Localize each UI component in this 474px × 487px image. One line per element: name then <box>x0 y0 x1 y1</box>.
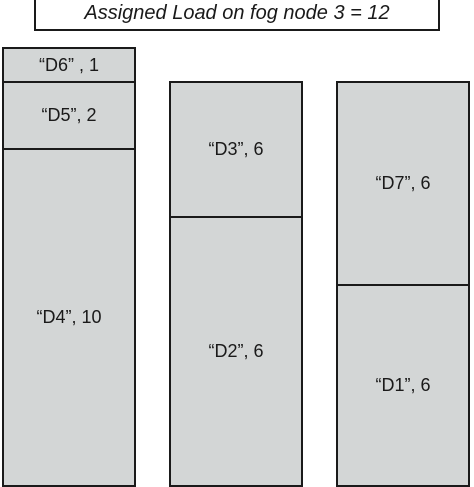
block-d1-label: “D1”, 6 <box>375 375 431 395</box>
block-d5-label: “D5”, 2 <box>41 105 97 125</box>
assigned-load-text: Assigned Load on fog node 3 = 12 <box>84 2 390 24</box>
block-d4: “D4”, 10 <box>4 148 134 485</box>
block-d5: “D5”, 2 <box>4 81 134 148</box>
block-d7-label: “D7”, 6 <box>375 173 431 193</box>
assigned-load-header: Assigned Load on fog node 3 = 12 <box>34 0 440 31</box>
column-1: “D6” , 1 “D5”, 2 “D4”, 10 <box>2 47 136 487</box>
block-d2-label: “D2”, 6 <box>208 341 264 361</box>
block-d3-label: “D3”, 6 <box>208 139 264 159</box>
block-d7: “D7”, 6 <box>338 83 468 284</box>
column-3: “D7”, 6 “D1”, 6 <box>336 81 470 487</box>
block-d6-label: “D6” , 1 <box>38 54 99 75</box>
block-d3: “D3”, 6 <box>171 83 301 216</box>
column-2: “D3”, 6 “D2”, 6 <box>169 81 303 487</box>
block-d6: “D6” , 1 <box>4 49 134 81</box>
block-d4-label: “D4”, 10 <box>36 307 102 327</box>
block-d2: “D2”, 6 <box>171 216 301 485</box>
block-d1: “D1”, 6 <box>338 284 468 485</box>
